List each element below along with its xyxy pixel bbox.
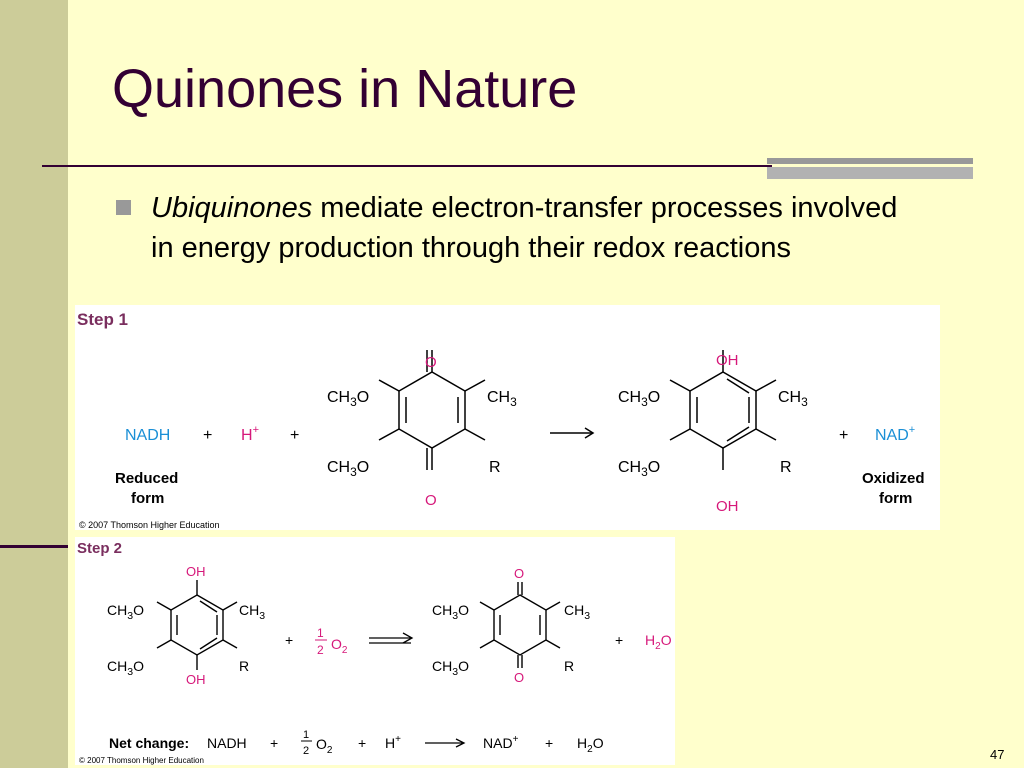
divider-accent-bar-bottom: [767, 167, 973, 179]
methyl-label: CH3: [239, 602, 265, 622]
methyl-label: CH3: [564, 602, 590, 622]
r-group-label: R: [239, 658, 249, 674]
methoxy-label: CH3O: [327, 389, 369, 409]
svg-text:O2: O2: [316, 736, 333, 756]
slide-title: Quinones in Nature: [112, 59, 578, 119]
left-accent-rule: [0, 545, 68, 548]
copyright-note: © 2007 Thomson Higher Education: [79, 756, 204, 765]
methoxy-label: CH3O: [618, 459, 660, 479]
h-plus-label: H+: [385, 734, 401, 751]
plus-sign: +: [615, 632, 623, 648]
r-group-label: R: [489, 459, 501, 476]
r-group-label: R: [564, 658, 574, 674]
net-change-label: Net change:: [109, 735, 189, 751]
hydroxyl-label: OH: [716, 498, 739, 515]
quinone-ring: [378, 350, 486, 470]
water-label: H2O: [645, 632, 672, 652]
bullet-body: mediate electron-transfer processes invo…: [151, 192, 898, 264]
copyright-note: © 2007 Thomson Higher Education: [79, 520, 220, 530]
oxygen-label: O: [514, 670, 524, 685]
methoxy-label: CH3O: [432, 602, 469, 622]
oxygen-label: O: [425, 492, 437, 509]
hydroquinone-ring: [669, 350, 777, 470]
water-label: H2O: [577, 735, 604, 755]
plus-sign: +: [290, 427, 299, 444]
left-sidebar-band: [0, 0, 68, 768]
svg-text:1: 1: [303, 729, 309, 741]
bullet-text: Ubiquinones mediate electron-transfer pr…: [151, 188, 911, 268]
hydroxyl-label: OH: [186, 564, 206, 579]
bullet-emphasis: Ubiquinones: [151, 192, 313, 224]
figure-step-1: Step 1 NADH + H+ + Reduced form O O CH3O…: [75, 305, 940, 530]
plus-sign: +: [203, 427, 212, 444]
h-plus-label: H+: [241, 424, 259, 444]
plus-sign: +: [358, 735, 366, 751]
nad-plus-label: NAD+: [875, 424, 915, 444]
oxygen-label: O: [425, 354, 437, 371]
reduced-form-label: form: [131, 490, 164, 507]
half-o2-label: 1 2 O2: [301, 729, 333, 757]
r-group-label: R: [780, 459, 792, 476]
quinone-ring: [479, 582, 561, 668]
hydroxyl-label: OH: [716, 352, 739, 369]
methoxy-label: CH3O: [432, 658, 469, 678]
step-1-reaction-diagram: Step 1 NADH + H+ + Reduced form O O CH3O…: [77, 310, 925, 530]
plus-sign: +: [285, 632, 293, 648]
svg-text:2: 2: [303, 745, 309, 757]
reaction-arrow: [425, 738, 466, 748]
figure-step-2: Step 2 OH OH CH3O CH3O CH3 R + 1 2 O2: [75, 537, 675, 765]
step-2-reaction-diagram: Step 2 OH OH CH3O CH3O CH3 R + 1 2 O2: [77, 540, 672, 765]
nadh-label: NADH: [125, 427, 170, 444]
methyl-label: CH3: [487, 389, 517, 409]
methoxy-label: CH3O: [107, 658, 144, 678]
nad-plus-label: NAD+: [483, 734, 519, 751]
hydroxyl-label: OH: [186, 672, 206, 687]
methoxy-label: CH3O: [327, 459, 369, 479]
divider-accent-bar-top: [767, 158, 973, 164]
svg-text:2: 2: [317, 643, 324, 657]
reduced-form-label: Reduced: [115, 470, 178, 487]
nadh-label: NADH: [207, 735, 247, 751]
methoxy-label: CH3O: [107, 602, 144, 622]
oxygen-label: O: [514, 566, 524, 581]
slide-number: 47: [990, 747, 1005, 762]
step-1-label: Step 1: [77, 310, 128, 329]
hydroquinone-ring: [156, 580, 238, 670]
plus-sign: +: [270, 735, 278, 751]
reaction-arrow: [550, 427, 595, 439]
svg-text:1: 1: [317, 626, 324, 640]
step-2-label: Step 2: [77, 540, 122, 557]
plus-sign: +: [839, 427, 848, 444]
bullet-square-icon: [116, 200, 131, 215]
oxidized-form-label: form: [879, 490, 912, 507]
methyl-label: CH3: [778, 389, 808, 409]
methoxy-label: CH3O: [618, 389, 660, 409]
svg-text:O2: O2: [331, 636, 348, 656]
reaction-arrow: [369, 632, 414, 644]
plus-sign: +: [545, 735, 553, 751]
oxidized-form-label: Oxidized: [862, 470, 925, 487]
half-o2-label: 1 2 O2: [315, 626, 348, 657]
title-divider: [42, 165, 772, 167]
